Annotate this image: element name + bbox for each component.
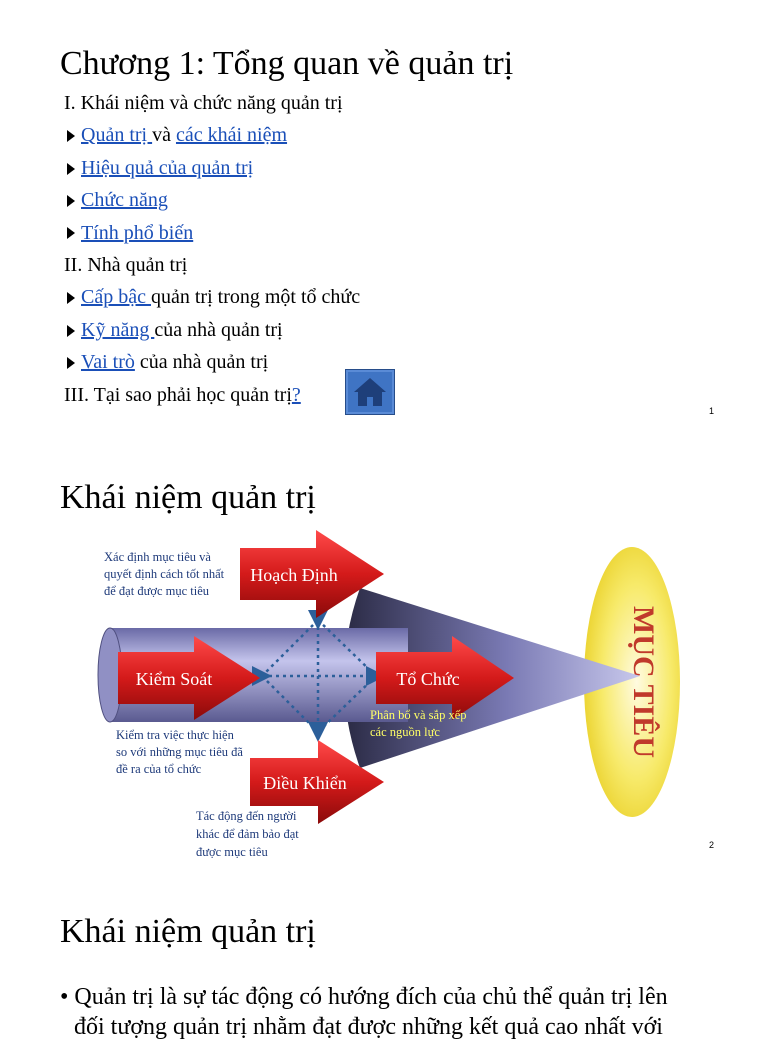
bullet-icon: • [60,984,68,1010]
triangle-bullet-icon [67,227,75,239]
triangle-bullet-icon [67,357,75,369]
target-label: MỤC TIÊU [627,606,660,758]
control-desc-line: đề ra của tổ chức [116,762,202,776]
planning-label: Hoạch Định [250,565,337,585]
body-line-text: Quản trị là sự tác động có hướng đích củ… [74,984,667,1010]
link-vai-tro[interactable]: Vai trò [81,351,135,373]
body-line-text: đối tượng quản trị nhằm đạt được những k… [74,1014,663,1040]
leading-desc-line: khác để đảm bảo đạt [196,827,299,841]
link-chuc-nang[interactable]: Chức năng [81,189,168,211]
link-cap-bac[interactable]: Cấp bậc [81,286,151,308]
leading-desc-line: được mục tiêu [196,845,268,859]
control-desc-line: Kiểm tra việc thực hiện [116,728,235,742]
link-quan-tri[interactable]: Quản trị [81,124,152,146]
planning-desc-line: quyết định cách tốt nhất [104,567,225,581]
link-hieu-qua[interactable]: Hiệu quả của quản trị [81,157,253,179]
page-number: 1 [700,406,714,416]
toc-item: Quản trị và các khái niệm [64,120,360,152]
link-tinh-pho-bien[interactable]: Tính phổ biến [81,222,193,244]
body-text: • Quản trị là sự tác động có hướng đích … [60,982,760,1042]
planning-desc-line: để đạt được mục tiêu [104,584,210,598]
toc-item: Kỹ năng của nhà quản trị [64,315,360,347]
body-line: • Quản trị là sự tác động có hướng đích … [60,982,760,1012]
item-text: của nhà quản trị [135,351,268,373]
organizing-label: Tổ Chức [396,669,459,689]
toc-item: Cấp bậc quản trị trong một tổ chức [64,282,360,314]
link-question[interactable]: ? [292,384,301,406]
body-line: đối tượng quản trị nhằm đạt được những k… [60,1012,760,1042]
slide-title: Chương 1: Tổng quan về quản trị [60,44,513,84]
item-text: và [152,124,176,146]
triangle-bullet-icon [67,325,75,337]
triangle-bullet-icon [67,195,75,207]
home-button[interactable] [345,369,395,415]
item-text: của nhà quản trị [154,319,282,341]
management-diagram: MỤC TIÊU Hoạch Định Kiểm Soát Tổ Chức Đi… [0,520,768,870]
section-3: III. Tại sao phải học quản trị? [64,380,360,412]
leading-desc-line: Tác động đến người [196,809,297,823]
toc-item: Tính phổ biến [64,218,360,250]
triangle-bullet-icon [67,292,75,304]
item-text: quản trị trong một tổ chức [151,286,360,308]
control-desc-line: so với những mục tiêu đã [116,745,243,759]
slide-title: Khái niệm quản trị [60,912,316,952]
planning-desc-line: Xác định mục tiêu và [104,550,211,564]
link-ky-nang[interactable]: Kỹ năng [81,319,154,341]
toc-item: Hiệu quả của quản trị [64,153,360,185]
triangle-bullet-icon [67,130,75,142]
section-2: II. Nhà quản trị [64,250,360,282]
slide-title: Khái niệm quản trị [60,478,316,518]
toc-item: Vai trò của nhà quản trị [64,347,360,379]
control-label: Kiểm Soát [136,669,213,689]
section-3-text: III. Tại sao phải học quản trị [64,384,292,406]
triangle-bullet-icon [67,163,75,175]
table-of-contents: I. Khái niệm và chức năng quản trị Quản … [64,88,360,412]
home-icon [346,370,394,414]
link-cac-khai-niem[interactable]: các khái niệm [176,124,287,146]
organizing-desc-line: các nguồn lực [370,725,440,739]
leading-label: Điều Khiển [263,773,346,793]
toc-item: Chức năng [64,185,360,217]
organizing-desc-line: Phân bổ và sắp xếp [370,708,467,722]
section-1: I. Khái niệm và chức năng quản trị [64,88,360,120]
page-number: 2 [700,840,714,850]
